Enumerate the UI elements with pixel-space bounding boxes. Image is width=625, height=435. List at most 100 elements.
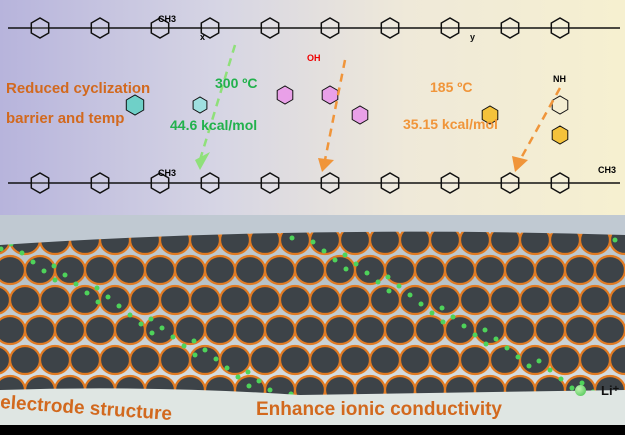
active-particle <box>488 284 522 316</box>
li-ion-dot <box>246 383 252 389</box>
li-ion-dot <box>19 250 25 256</box>
oh-label: OH <box>307 53 321 63</box>
active-particle <box>263 254 297 286</box>
chemical-structures <box>8 17 620 194</box>
active-particle <box>353 314 387 346</box>
li-ion-dot <box>429 310 435 316</box>
active-particle <box>533 314 567 346</box>
li-ion-dot <box>461 323 467 329</box>
li-ion-dot <box>343 266 349 272</box>
reduced-cyclization-label: Reduced cyclization <box>6 80 151 97</box>
active-particle <box>503 254 537 286</box>
active-particle <box>128 344 162 376</box>
li-ion-dot <box>332 257 338 263</box>
active-particle <box>158 284 192 316</box>
benzene-ring <box>351 105 369 125</box>
li-ion-dot <box>579 380 585 386</box>
green-arrowhead <box>195 152 210 170</box>
reaction-scheme-panel: CH3 x y CH3 CH3 OH NH Reduced cyclizatio… <box>0 0 625 215</box>
li-ion-dot <box>235 374 241 380</box>
li-ion-dot <box>407 292 413 298</box>
li-ion-dot <box>30 259 36 265</box>
active-particle <box>368 284 402 316</box>
li-ion-dot <box>396 283 402 289</box>
active-particle <box>503 314 537 346</box>
active-particle <box>83 254 117 286</box>
active-particle <box>608 284 625 316</box>
active-particle <box>368 344 402 376</box>
active-particle <box>0 314 27 346</box>
li-ion-dot <box>536 358 542 364</box>
benzene-ring <box>500 17 520 39</box>
active-particle <box>203 254 237 286</box>
active-particle <box>23 254 57 286</box>
active-particle <box>383 254 417 286</box>
li-ion-dot <box>483 341 489 347</box>
active-particle <box>98 284 132 316</box>
li-ion-dot <box>493 336 499 342</box>
li-ion-dot <box>321 248 327 254</box>
active-particle <box>458 344 492 376</box>
active-particle <box>518 344 552 376</box>
li-ion-dot <box>256 378 262 384</box>
li-ion-dot <box>95 299 101 305</box>
active-particle <box>248 284 282 316</box>
benzene-ring <box>150 172 170 194</box>
li-ion-dot <box>159 325 165 331</box>
active-particle <box>83 314 117 346</box>
active-particle <box>38 284 72 316</box>
orange-arrowhead <box>318 158 334 172</box>
li-ion-dot <box>245 369 251 375</box>
orange-arrow-line-2 <box>518 87 562 161</box>
active-particle <box>323 254 357 286</box>
orange-arrowhead-2 <box>512 156 528 172</box>
ch3-label-right: CH3 <box>598 165 617 175</box>
benzene-ring <box>320 17 340 39</box>
benzene-ring <box>380 17 400 39</box>
background-bottom <box>0 388 625 425</box>
active-particle <box>518 284 552 316</box>
green-arrow-line <box>198 44 237 161</box>
li-ion-dot <box>170 334 176 340</box>
active-particle <box>608 344 625 376</box>
active-particle <box>278 284 312 316</box>
barrier-temp-label: barrier and temp <box>6 110 125 127</box>
benzene-ring <box>200 172 220 194</box>
active-particle <box>173 314 207 346</box>
li-ion-dot <box>0 246 4 252</box>
li-legend-label: Li⁺ <box>601 383 620 398</box>
active-particle <box>548 284 582 316</box>
background-top <box>0 215 625 245</box>
benzene-ring <box>150 17 170 39</box>
li-ion-dot <box>450 314 456 320</box>
active-particle <box>188 284 222 316</box>
benzene-ring <box>481 105 499 125</box>
benzene-ring <box>125 94 145 116</box>
li-ion-dot <box>482 327 488 333</box>
li-ion-dot <box>84 290 90 296</box>
active-particle <box>458 284 492 316</box>
active-particle <box>398 344 432 376</box>
benzene-ring <box>550 17 570 39</box>
active-particle <box>38 344 72 376</box>
active-particle <box>488 344 522 376</box>
active-particle <box>533 254 567 286</box>
li-ion-dot <box>515 354 521 360</box>
active-particle <box>263 314 297 346</box>
temp-185-label: 185 ºC <box>430 79 473 95</box>
li-ion-dot <box>385 274 391 280</box>
benzene-ring <box>440 172 460 194</box>
polyimide-chain <box>8 172 620 194</box>
active-particle <box>593 314 625 346</box>
benzene-ring <box>440 17 460 39</box>
li-ion-dot <box>51 263 57 269</box>
active-particle <box>473 314 507 346</box>
active-particle <box>218 344 252 376</box>
ch3-label: CH3 <box>158 14 177 24</box>
li-ion-dot <box>94 285 100 291</box>
active-particle <box>23 314 57 346</box>
active-particle <box>563 254 597 286</box>
li-ion-dot <box>224 365 230 371</box>
y-subscript: y <box>470 32 476 42</box>
li-ion-dot <box>353 261 359 267</box>
